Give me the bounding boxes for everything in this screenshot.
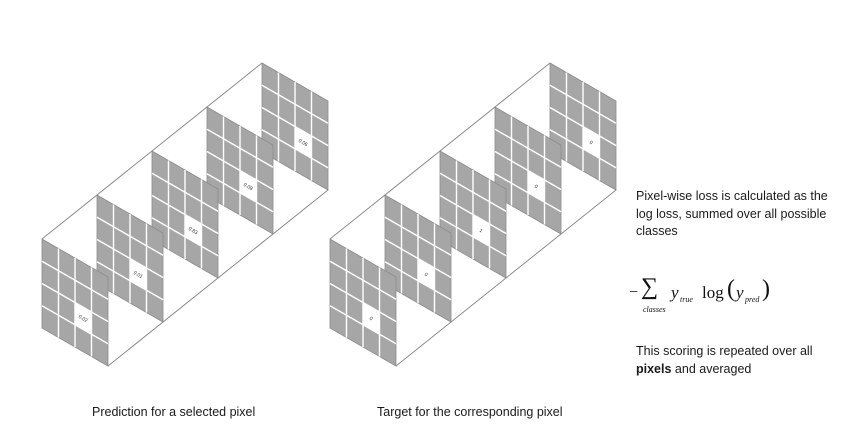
prediction-selected-pixel-cell <box>185 214 202 247</box>
prediction-stack: 0.06 0.08 0.83 0.01 0.02 <box>41 62 329 367</box>
prediction-class-grid-3: 0.83 <box>151 150 219 279</box>
prediction-class-grid-4: 0.08 <box>206 106 274 235</box>
prediction-grid-row-line <box>206 150 274 191</box>
target-grid-row-line <box>494 173 562 213</box>
target-class-grid-3: 1 <box>439 150 507 279</box>
target-grid-row-line <box>549 129 617 169</box>
target-class-grid-1: 0 <box>329 238 397 367</box>
averaging-text-end: and averaged <box>671 361 752 376</box>
prediction-grid-row-line <box>41 305 109 345</box>
prediction-pixel-value-1: 0.02 <box>77 314 89 324</box>
target-caption: Target for the corresponding pixel <box>377 405 563 419</box>
target-pixel-value-1: 0 <box>368 316 374 323</box>
target-selected-pixel-cell <box>583 126 600 159</box>
target-pixel-value-4: 0 <box>533 184 539 191</box>
target-grid-row-line <box>549 106 617 147</box>
target-selected-pixel-cell <box>528 170 545 203</box>
target-grid-row-line <box>439 217 507 257</box>
prediction-selected-pixel-cell <box>130 258 147 291</box>
prediction-class-grid-2: 0.01 <box>96 194 164 323</box>
formula-pred-subscript: pred <box>745 295 760 304</box>
prediction-pixel-value-5: 0.06 <box>297 138 309 148</box>
target-grid-row-line <box>384 238 452 279</box>
prediction-class-grid-1: 0.02 <box>41 238 109 367</box>
prediction-caption: Prediction for a selected pixel <box>92 405 256 419</box>
averaging-description: This scoring is repeated over all pixels… <box>636 343 836 378</box>
prediction-grid-row-line <box>261 106 329 147</box>
target-selected-pixel-cell <box>473 214 490 247</box>
prediction-grid-row-line <box>206 173 274 213</box>
target-class-grid-2: 0 <box>384 194 452 323</box>
prediction-pixel-value-3: 0.83 <box>187 226 199 236</box>
prediction-grid-row-line <box>41 282 109 323</box>
prediction-selected-pixel-cell <box>295 126 312 159</box>
prediction-grid-row-line <box>151 217 219 257</box>
averaging-text-start: This scoring is repeated over all <box>636 344 813 358</box>
target-pixel-value-5: 0 <box>588 140 594 147</box>
loss-description: Pixel-wise loss is calculated as the log… <box>636 189 828 238</box>
formula-y-true: y <box>671 283 679 302</box>
target-selected-pixel-cell <box>418 258 435 291</box>
target-selected-pixel-cell <box>363 302 380 335</box>
target-grid-row-line <box>384 261 452 301</box>
prediction-grid-row-line <box>151 194 219 235</box>
target-grid-row-line <box>329 305 397 345</box>
prediction-pixel-value-4: 0.08 <box>242 182 254 192</box>
formula-close-paren: ) <box>762 276 770 302</box>
target-grid-row-line <box>439 194 507 235</box>
prediction-class-grid-5: 0.06 <box>261 62 329 191</box>
formula-log: log <box>702 283 724 302</box>
formula-minus: − <box>629 284 639 301</box>
formula-y-pred: y <box>736 283 744 302</box>
log-loss-formula: − ∑ classes y true log ( y pred ) <box>629 272 829 320</box>
target-pixel-value-3: 1 <box>478 228 484 235</box>
formula-sigma: ∑ <box>641 274 659 300</box>
formula-open-paren: ( <box>727 276 735 302</box>
target-grid-row-line <box>329 282 397 323</box>
prediction-pixel-value-2: 0.01 <box>132 270 144 280</box>
formula-true-subscript: true <box>680 295 693 304</box>
prediction-selected-pixel-cell <box>75 302 92 335</box>
prediction-grid-row-line <box>96 238 164 279</box>
target-pixel-value-2: 0 <box>423 272 429 279</box>
prediction-grid-row-line <box>261 129 329 169</box>
formula-sum-subscript: classes <box>643 305 666 314</box>
prediction-selected-pixel-cell <box>240 170 257 203</box>
target-grid-row-line <box>494 150 562 191</box>
target-stack: 0 0 1 0 0 <box>329 62 617 367</box>
target-class-grid-5: 0 <box>549 62 617 191</box>
prediction-grid-row-line <box>96 261 164 301</box>
target-class-grid-4: 0 <box>494 106 562 235</box>
averaging-text-bold: pixels <box>636 361 672 376</box>
